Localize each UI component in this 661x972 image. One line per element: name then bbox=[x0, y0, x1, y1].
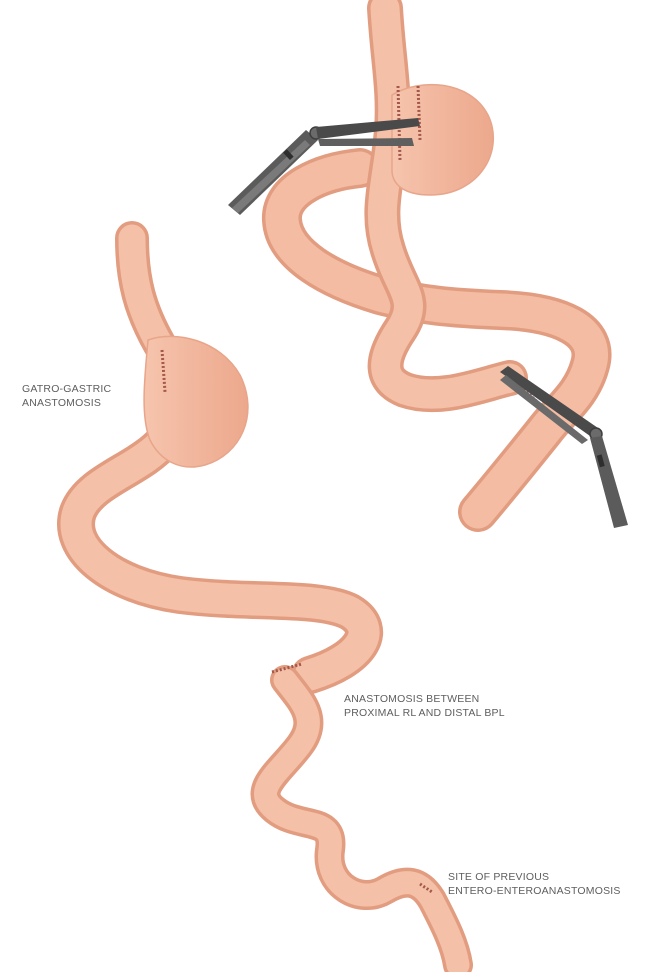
label-previous-site-line-2: ENTERO-ENTEROANASTOMOSIS bbox=[448, 884, 621, 898]
label-gastro-gastric-anastomosis: GATRO-GASTRIC ANASTOMOSIS bbox=[22, 382, 111, 410]
label-previous-site: SITE OF PREVIOUS ENTERO-ENTEROANASTOMOSI… bbox=[448, 870, 621, 898]
label-previous-site-line-1: SITE OF PREVIOUS bbox=[448, 870, 621, 884]
top-anatomy bbox=[282, 8, 592, 512]
label-rl-bpl-line-1: ANASTOMOSIS BETWEEN bbox=[344, 692, 505, 706]
bottom-stomach bbox=[144, 336, 248, 467]
label-rl-bpl-anastomosis: ANASTOMOSIS BETWEEN PROXIMAL RL AND DIST… bbox=[344, 692, 505, 720]
label-gastro-gastric-line-2: ANASTOMOSIS bbox=[22, 396, 111, 410]
label-rl-bpl-line-2: PROXIMAL RL AND DISTAL BPL bbox=[344, 706, 505, 720]
label-gastro-gastric-line-1: GATRO-GASTRIC bbox=[22, 382, 111, 396]
top-intestine-loop bbox=[282, 8, 592, 512]
